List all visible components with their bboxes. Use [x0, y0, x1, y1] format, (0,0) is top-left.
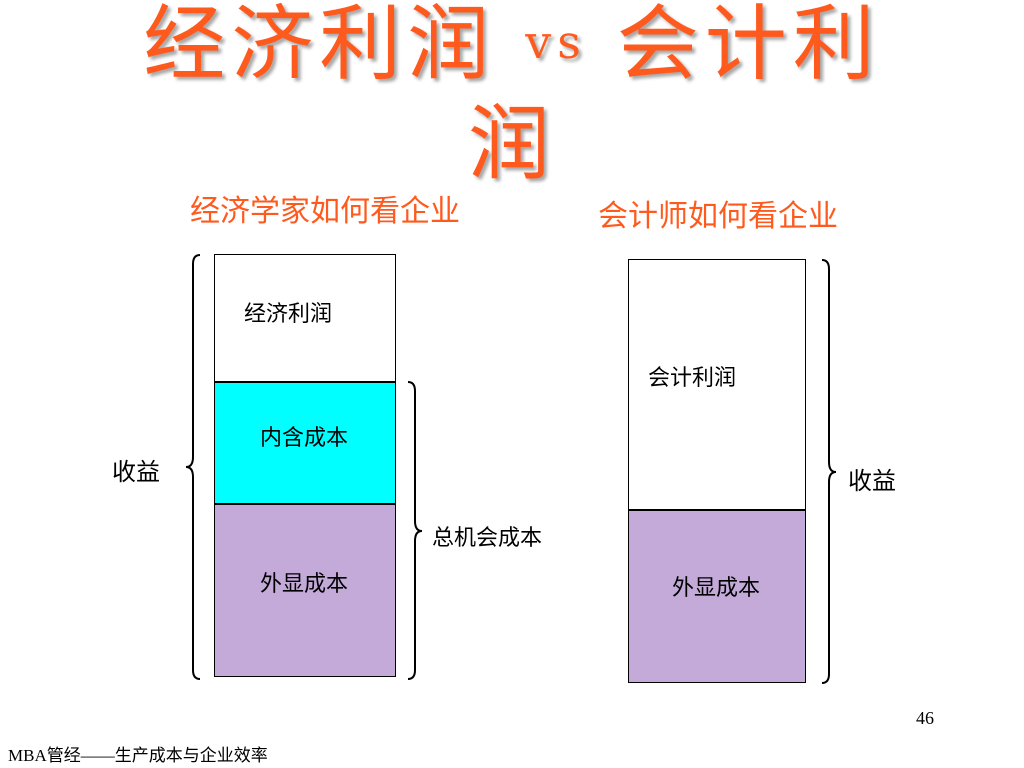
title-line-2: 润	[467, 97, 556, 192]
total-opportunity-cost-label: 总机会成本	[432, 526, 543, 551]
accounting-profit-box	[628, 259, 806, 510]
economist-revenue-label: 收益	[112, 458, 160, 486]
economic-profit-label: 经济利润	[244, 302, 333, 327]
accountant-explicit-cost-label: 外显成本	[672, 576, 761, 601]
economist-heading: 经济学家如何看企业	[190, 194, 460, 229]
accountant-heading: 会计师如何看企业	[598, 199, 838, 234]
implicit-cost-box	[214, 382, 396, 504]
accounting-profit-label: 会计利润	[648, 366, 737, 391]
title-vs: vs	[525, 15, 587, 69]
revenue-brace-icon	[185, 254, 201, 680]
title-accounting-profit: 会计利	[616, 0, 881, 92]
accountant-revenue-brace-icon	[821, 259, 837, 684]
title-line-1: 经济利润 vs 会计利	[0, 0, 1024, 95]
title-economic-profit: 经济利润	[143, 0, 496, 92]
opportunity-cost-brace-icon	[407, 381, 423, 680]
page-number: 46	[916, 708, 934, 728]
explicit-cost-box	[214, 504, 396, 677]
economic-profit-box	[214, 254, 396, 382]
footer-text: MBA管经——生产成本与企业效率	[8, 746, 268, 765]
implicit-cost-label: 内含成本	[260, 426, 349, 451]
accountant-explicit-cost-box	[628, 510, 806, 683]
accountant-revenue-label: 收益	[848, 467, 896, 495]
slide-title: 经济利润 vs 会计利 润	[0, 0, 1024, 195]
explicit-cost-label: 外显成本	[260, 572, 349, 597]
